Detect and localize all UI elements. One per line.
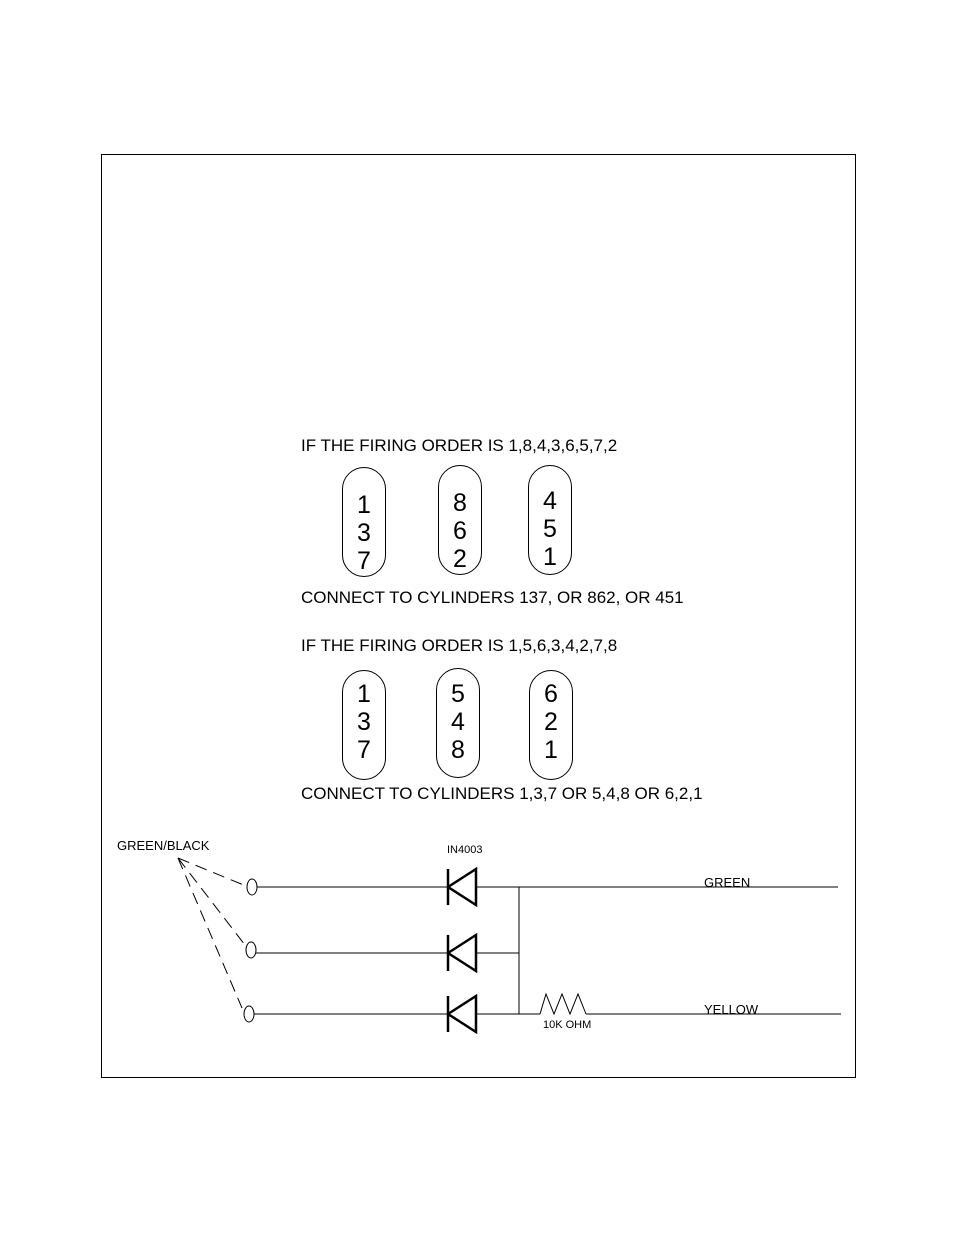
resistor-zigzag — [540, 994, 586, 1014]
terminal-circle-1 — [247, 879, 257, 895]
diode-1 — [448, 869, 476, 905]
diode-2 — [448, 935, 476, 971]
dashed-lead-2 — [178, 858, 245, 945]
terminal-circle-3 — [244, 1006, 254, 1022]
terminal-circle-2 — [246, 942, 256, 958]
diode-3 — [448, 996, 476, 1032]
